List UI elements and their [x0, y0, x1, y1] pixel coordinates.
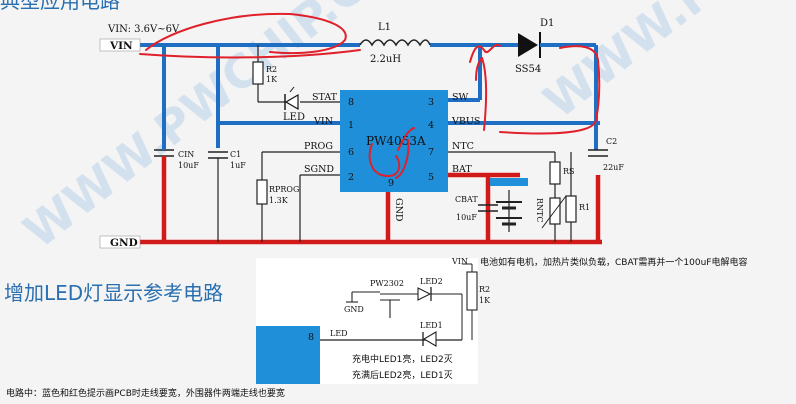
c2-name: C2 — [606, 137, 617, 146]
vin-label-box — [99, 38, 141, 52]
chip-pin8-block — [256, 326, 320, 384]
vin-spec: VIN: 3.6V~6V — [107, 24, 180, 35]
rprog-name: RPROG — [269, 185, 299, 194]
r2-value: 1K — [266, 75, 278, 84]
r1-name: R1 — [579, 203, 590, 212]
pin-label-vin: VIN — [313, 116, 333, 127]
rntc-name: RNTC — [535, 198, 544, 222]
pin-7: 7 — [428, 147, 434, 158]
led-note-1: 充电中LED1亮，LED2灭 — [352, 353, 453, 365]
r2-resistor — [252, 61, 264, 85]
l1-name: L1 — [378, 22, 391, 33]
rntc-arrow — [541, 195, 567, 229]
stat-led-icon — [284, 86, 299, 111]
pin-3: 3 — [428, 97, 434, 108]
c2-capacitor — [588, 149, 608, 157]
pin-label-ntc: NTC — [452, 141, 474, 152]
led1-name: LED1 — [420, 321, 443, 330]
led-net-label: LED — [283, 112, 305, 123]
pin-6: 6 — [348, 147, 354, 158]
pin-5: 5 — [428, 172, 434, 183]
cin-value: 10uF — [178, 161, 199, 170]
cbat-capacitor — [478, 204, 498, 212]
pin-label-stat: STAT — [312, 92, 338, 103]
led2-name: LED2 — [420, 277, 443, 286]
diode-d1-symbol — [500, 32, 556, 58]
cbat-value: 10uF — [456, 213, 477, 222]
c1-name: C1 — [230, 150, 241, 159]
pin-2: 2 — [348, 172, 354, 183]
r1-resistor — [565, 195, 577, 223]
pin-label-gnd: GND — [393, 198, 404, 222]
cin-capacitor — [154, 120, 174, 175]
pin-label-vbus: VBUS — [451, 116, 480, 127]
c1-capacitor — [208, 151, 228, 175]
led-r2-value: 1K — [479, 296, 491, 305]
led-pin8: 8 — [308, 332, 314, 343]
led-net: LED — [330, 329, 348, 338]
d1-name: D1 — [540, 18, 554, 29]
c1-value: 1uF — [230, 161, 246, 170]
pin-4: 4 — [428, 120, 434, 131]
battery-icon — [490, 178, 528, 232]
led1-icon — [422, 331, 437, 347]
gnd-net-label: GND — [110, 237, 138, 249]
pin-1: 1 — [348, 120, 354, 131]
chip-pins: 8 1 6 2 3 4 7 5 9 — [348, 97, 434, 189]
cin-name: CIN — [178, 150, 194, 159]
chip-name: PW4053A — [366, 134, 426, 148]
page-title: 典型应用电路 — [0, 0, 120, 13]
vin-traces — [140, 43, 600, 150]
led-note-2: 充满后LED2亮，LED1灭 — [352, 369, 453, 381]
d1-part: SS54 — [515, 64, 541, 75]
gnd-label-box — [99, 235, 141, 249]
pin-label-bat: BAT — [452, 164, 472, 175]
pin-label-prog: PROG — [304, 141, 333, 152]
pin-label-sw: SW — [452, 92, 469, 103]
watermark-text-2: WWW.PWCHIP.COM — [534, 0, 796, 129]
c2-value: 22uF — [603, 163, 624, 172]
footer-note: 电路中：蓝色和红色提示画PCB时走线要宽，外围器件两端走线也要宽 — [6, 387, 285, 399]
led-r2-resistor — [466, 271, 478, 311]
cbat-name: CBAT — [455, 195, 478, 204]
pin-label-sgnd: SGND — [304, 164, 334, 175]
r2-name: R2 — [266, 65, 277, 74]
led2-icon — [400, 287, 463, 340]
rprog-value: 1.3K — [269, 196, 289, 205]
pin-8: 8 — [348, 97, 354, 108]
rs-resistor — [549, 161, 561, 185]
rprog-resistor — [256, 179, 268, 205]
pw2302-name: PW2302 — [370, 279, 404, 288]
pen-annotations — [139, 12, 601, 179]
led-gnd-label: GND — [344, 305, 364, 314]
led-section-heading: 增加LED灯显示参考电路 — [4, 281, 223, 305]
battery-note: 电池如有电机，加热片类似负载，CBAT需再并一个100uF电解电容 — [480, 256, 747, 268]
l1-value: 2.2uH — [370, 54, 401, 65]
pw2302-mosfet-icon — [346, 291, 400, 318]
led-r2-name: R2 — [479, 285, 490, 294]
rs-name: RS — [563, 167, 575, 176]
pin-9: 9 — [388, 178, 394, 189]
inductor-l1-symbol — [359, 39, 431, 47]
led-panel: 8 LED VIN R2 1K PW2302 LED2 LED1 GND — [256, 257, 491, 384]
vin-net-label: VIN — [109, 40, 133, 52]
led-vin-label: VIN — [451, 257, 468, 266]
gnd-traces — [140, 172, 602, 245]
